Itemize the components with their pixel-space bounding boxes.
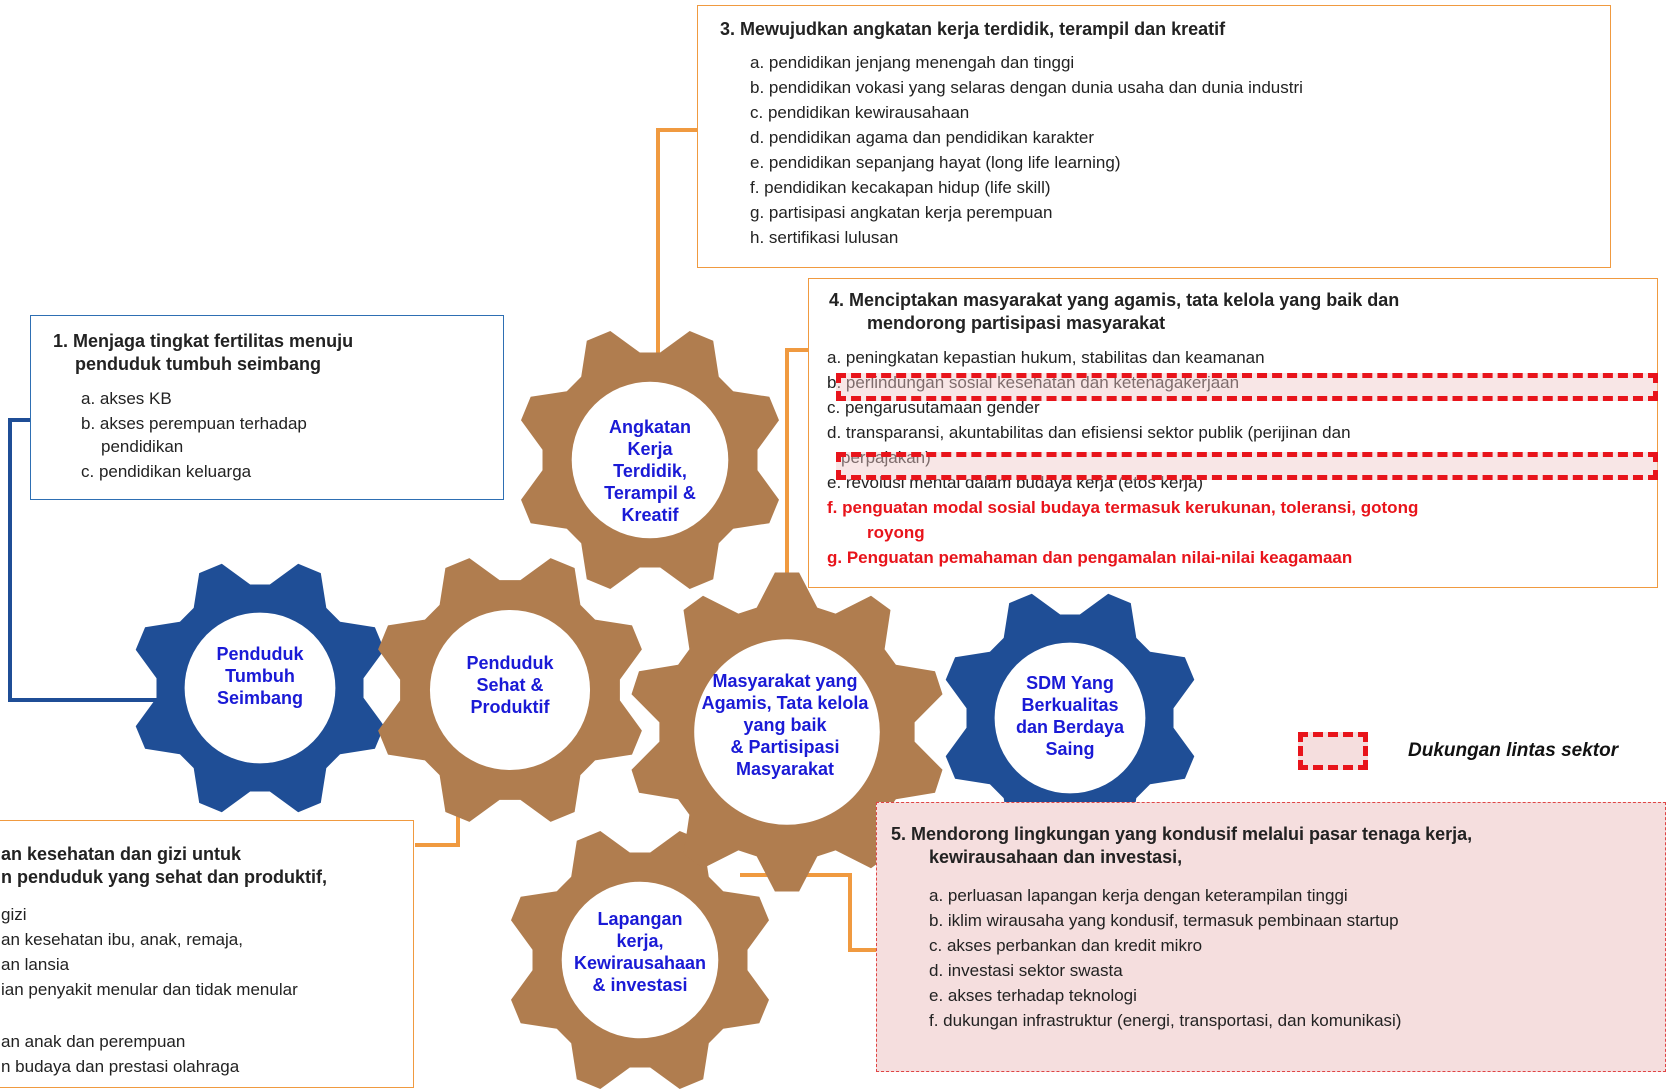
list-item: a. pendidikan jenjang menengah dan tingg… — [750, 53, 1075, 72]
connector-box4 — [785, 348, 808, 588]
gear-lapangan — [511, 831, 769, 1089]
list-item: ian penyakit menular dan tidak menular — [1, 980, 298, 999]
box2-heading-line1: an kesehatan dan gizi untuk — [1, 844, 242, 864]
list-item-highlight: f. penguatan modal sosial budaya termasu… — [827, 498, 1419, 517]
list-item: c. pengarusutamaan gender — [827, 398, 1040, 417]
list-item: d. pendidikan agama dan pendidikan karak… — [750, 128, 1095, 147]
gear-masyarakat — [631, 572, 943, 892]
gear-sdm — [945, 593, 1195, 843]
list-item: pendidikan — [101, 437, 184, 456]
list-item: a. perluasan lapangan kerja dengan keter… — [929, 886, 1348, 905]
list-item: d. investasi sektor swasta — [929, 961, 1123, 980]
box3-heading: 3. Mewujudkan angkatan kerja terdidik, t… — [720, 19, 1226, 39]
gear-label-angkatan-kerja: Angkatan Kerja Terdidik, Terampil & Krea… — [604, 417, 696, 525]
box4-heading-line1: 4. Menciptakan masyarakat yang agamis, t… — [829, 290, 1400, 310]
box5-heading-line1: 5. Mendorong lingkungan yang kondusif me… — [891, 824, 1473, 844]
box-lingkungan-kondusif: 5. Mendorong lingkungan yang kondusif me… — [876, 802, 1666, 1072]
box5-heading-line2: kewirausahaan dan investasi, — [929, 847, 1183, 867]
box-angkatan-kerja: 3. Mewujudkan angkatan kerja terdidik, t… — [697, 5, 1611, 268]
gear-penduduk-tumbuh — [135, 563, 385, 813]
list-item: g. partisipasi angkatan kerja perempuan — [750, 203, 1053, 222]
cross-sector-highlight-2 — [836, 452, 1658, 480]
gear-label-sdm: SDM Yang Berkualitas dan Berdaya Saing — [1015, 673, 1125, 759]
cross-sector-highlight-1 — [836, 373, 1658, 401]
list-item: d. transparansi, akuntabilitas dan efisi… — [827, 423, 1351, 442]
list-item: f. pendidikan kecakapan hidup (life skil… — [750, 178, 1051, 197]
list-item: an kesehatan ibu, anak, remaja, — [1, 930, 243, 949]
list-item: a. peningkatan kepastian hukum, stabilit… — [827, 348, 1265, 367]
gear-label-penduduk-tumbuh: Penduduk Tumbuh Seimbang — [216, 644, 304, 708]
list-item: an anak dan perempuan — [1, 1032, 186, 1051]
list-item: h. sertifikasi lulusan — [750, 228, 899, 247]
legend-label: Dukungan lintas sektor — [1408, 740, 1619, 761]
connector-box1 — [8, 418, 175, 702]
list-item: f. dukungan infrastruktur (energi, trans… — [929, 1011, 1402, 1030]
box-kesehatan: an kesehatan dan gizi untuk n penduduk y… — [0, 820, 414, 1088]
gear-angkatan-kerja — [521, 331, 779, 589]
box-masyarakat: 4. Menciptakan masyarakat yang agamis, t… — [808, 278, 1658, 588]
list-item: c. pendidikan keluarga — [81, 462, 252, 481]
list-item: e. akses terhadap teknologi — [929, 986, 1137, 1005]
list-item-highlight: royong — [867, 523, 925, 542]
list-item: e. pendidikan sepanjang hayat (long life… — [750, 153, 1121, 172]
gear-label-lapangan: Lapangan kerja, Kewirausahaan & investas… — [573, 909, 707, 995]
list-item: b. iklim wirausaha yang kondusif, termas… — [929, 911, 1399, 930]
list-item: b. pendidikan vokasi yang selaras dengan… — [750, 78, 1303, 97]
legend: Dukungan lintas sektor — [1298, 732, 1668, 772]
list-item: an lansia — [1, 955, 70, 974]
list-item: gizi — [1, 905, 27, 924]
legend-swatch — [1298, 732, 1368, 770]
box2-heading-line2: n penduduk yang sehat dan produktif, — [1, 867, 328, 887]
list-item: b. akses perempuan terhadap — [81, 414, 307, 433]
gear-label-penduduk-sehat: Penduduk Sehat & Produktif — [466, 653, 554, 717]
box4-heading-line2: mendorong partisipasi masyarakat — [867, 313, 1166, 333]
list-item: a. akses KB — [81, 389, 172, 408]
box1-heading-line2: penduduk tumbuh seimbang — [75, 354, 321, 374]
gear-label-masyarakat: Masyarakat yang Agamis, Tata kelola yang… — [701, 671, 869, 779]
list-item: c. pendidikan kewirausahaan — [750, 103, 970, 122]
list-item: c. akses perbankan dan kredit mikro — [929, 936, 1203, 955]
box1-heading-line1: 1. Menjaga tingkat fertilitas menuju — [53, 331, 354, 351]
box-fertilitas: 1. Menjaga tingkat fertilitas menuju pen… — [30, 315, 504, 500]
list-item-highlight: g. Penguatan pemahaman dan pengamalan ni… — [827, 548, 1353, 567]
list-item: n budaya dan prestasi olahraga — [1, 1057, 240, 1076]
connector-box3 — [656, 128, 697, 375]
gear-penduduk-sehat — [378, 558, 642, 822]
